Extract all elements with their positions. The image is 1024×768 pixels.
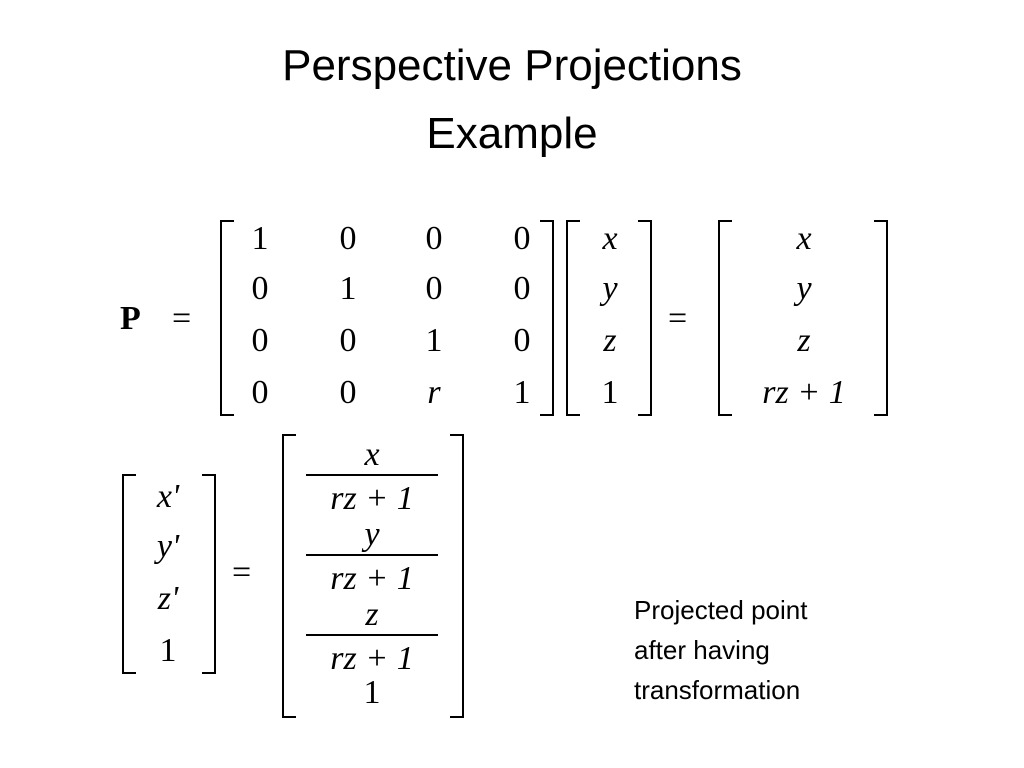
right-bracket bbox=[638, 220, 652, 416]
matrix-cell: 0 bbox=[513, 322, 531, 359]
vector-cell: y bbox=[602, 270, 618, 307]
fraction-last-cell: 1 bbox=[363, 674, 381, 711]
matrix-cell: 0 bbox=[425, 220, 443, 257]
caption-line: transformation bbox=[634, 675, 801, 705]
matrix-cell: 0 bbox=[251, 322, 269, 359]
matrix-cell: 0 bbox=[425, 270, 443, 307]
equals-sign: = bbox=[172, 300, 192, 337]
left-bracket bbox=[122, 474, 136, 674]
caption: Projected point after having transformat… bbox=[634, 590, 807, 710]
projected-cell: y' bbox=[156, 528, 180, 565]
projected-cell: 1 bbox=[159, 632, 177, 669]
result-cell: z bbox=[797, 322, 811, 359]
result-cell: x bbox=[796, 220, 812, 257]
left-bracket bbox=[282, 434, 296, 718]
vector-cell: 1 bbox=[601, 374, 619, 411]
left-bracket bbox=[220, 220, 234, 416]
result-cell: rz + 1 bbox=[762, 374, 846, 411]
fraction-numerator: z bbox=[365, 596, 379, 633]
fraction-numerator: y bbox=[364, 516, 380, 553]
caption-line: Projected point bbox=[634, 595, 808, 625]
fraction-numerator: x bbox=[364, 436, 380, 473]
left-bracket bbox=[718, 220, 732, 416]
slide-title: Perspective Projections bbox=[282, 41, 742, 90]
matrix-cell: 0 bbox=[339, 374, 357, 411]
fraction-denominator: rz + 1 bbox=[330, 480, 414, 517]
fraction-bar bbox=[306, 634, 438, 636]
matrix-cell: 0 bbox=[513, 270, 531, 307]
vector-cell: z bbox=[603, 322, 617, 359]
vector-cell: x bbox=[602, 220, 618, 257]
right-bracket bbox=[874, 220, 888, 416]
right-bracket bbox=[202, 474, 216, 674]
result-cell: y bbox=[796, 270, 812, 307]
matrix-cell: 0 bbox=[251, 270, 269, 307]
equals-sign: = bbox=[232, 554, 252, 591]
left-bracket bbox=[566, 220, 580, 416]
caption-line: after having bbox=[634, 635, 770, 665]
matrix-cell: 0 bbox=[339, 220, 357, 257]
matrix-cell: 0 bbox=[339, 322, 357, 359]
matrix-cell: 0 bbox=[251, 374, 269, 411]
projected-cell: z' bbox=[157, 580, 179, 617]
projected-cell: x' bbox=[156, 478, 180, 515]
fraction-bar bbox=[306, 554, 438, 556]
fraction-bar bbox=[306, 474, 438, 476]
matrix-cell: 1 bbox=[425, 322, 443, 359]
matrix-cell: 1 bbox=[513, 374, 531, 411]
fraction-denominator: rz + 1 bbox=[330, 640, 414, 677]
equals-sign: = bbox=[668, 300, 688, 337]
matrix-cell: 1 bbox=[251, 220, 269, 257]
slide-subtitle: Example bbox=[426, 109, 598, 158]
right-bracket bbox=[450, 434, 464, 718]
matrix-cell: r bbox=[427, 374, 441, 411]
matrix-cell: 1 bbox=[339, 270, 357, 307]
right-bracket bbox=[540, 220, 554, 416]
fraction-denominator: rz + 1 bbox=[330, 560, 414, 597]
matrix-cell: 0 bbox=[513, 220, 531, 257]
matrix-symbol-p: P bbox=[120, 300, 141, 337]
